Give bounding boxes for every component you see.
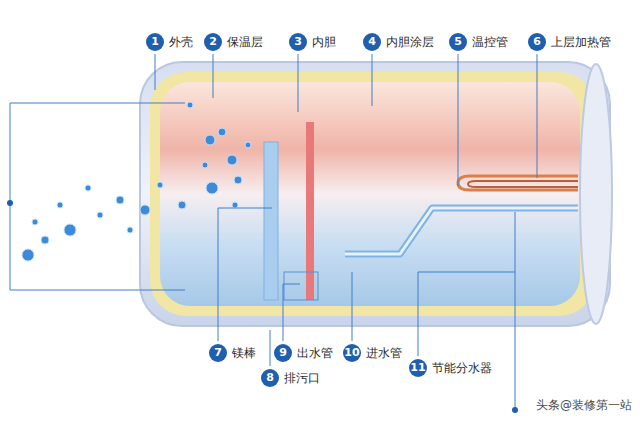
part-name: 上层加热管 xyxy=(550,34,612,51)
callout-number: 1 xyxy=(146,33,164,51)
bracket-dot xyxy=(7,200,13,206)
callout: 4内胆涂层 xyxy=(363,33,435,51)
callout-number: 10 xyxy=(343,344,361,362)
callout-number: 7 xyxy=(209,344,227,362)
part-name: 内胆 xyxy=(311,34,337,51)
callout: 5温控管 xyxy=(449,33,509,51)
callout-number: 2 xyxy=(204,33,222,51)
callout: 7镁棒 xyxy=(209,344,257,362)
leader-dot xyxy=(512,407,518,413)
part-name: 温控管 xyxy=(471,34,509,51)
callout-number: 6 xyxy=(528,33,546,51)
bracket-line xyxy=(10,103,185,290)
end-cap xyxy=(580,64,612,324)
callout-number: 8 xyxy=(261,369,279,387)
watermark: 头条@装修第一站 xyxy=(536,397,632,414)
inlet-pipe-core xyxy=(345,208,578,254)
part-name: 镁棒 xyxy=(231,345,257,362)
part-name: 保温层 xyxy=(226,34,264,51)
heater-tube xyxy=(458,176,578,190)
inlet-pipe xyxy=(345,208,578,254)
magnesium-rod xyxy=(264,142,278,300)
part-name: 出水管 xyxy=(296,345,334,362)
thermostat-tube xyxy=(468,181,578,187)
outlet-box xyxy=(284,272,318,300)
callout: 1外壳 xyxy=(146,33,194,51)
callout: 10进水管 xyxy=(343,344,403,362)
callout-number: 5 xyxy=(449,33,467,51)
callout: 11节能分水器 xyxy=(409,359,493,377)
inner-tank xyxy=(160,82,580,306)
callout: 3内胆 xyxy=(289,33,337,51)
bubbles xyxy=(22,102,251,261)
part-name: 排污口 xyxy=(283,370,321,387)
callout-number: 9 xyxy=(274,344,292,362)
outlet-pipe xyxy=(306,122,314,300)
callout-number: 3 xyxy=(289,33,307,51)
part-name: 进水管 xyxy=(365,345,403,362)
leader-lines xyxy=(155,54,537,408)
callout: 9出水管 xyxy=(274,344,334,362)
callout: 2保温层 xyxy=(204,33,264,51)
callout-number: 11 xyxy=(409,359,427,377)
callout: 6上层加热管 xyxy=(528,33,612,51)
insulation-layer xyxy=(150,72,595,316)
part-name: 内胆涂层 xyxy=(385,34,435,51)
part-name: 节能分水器 xyxy=(431,360,493,377)
part-name: 外壳 xyxy=(168,34,194,51)
outer-shell xyxy=(140,62,610,326)
callout-number: 4 xyxy=(363,33,381,51)
callout: 8排污口 xyxy=(261,369,321,387)
